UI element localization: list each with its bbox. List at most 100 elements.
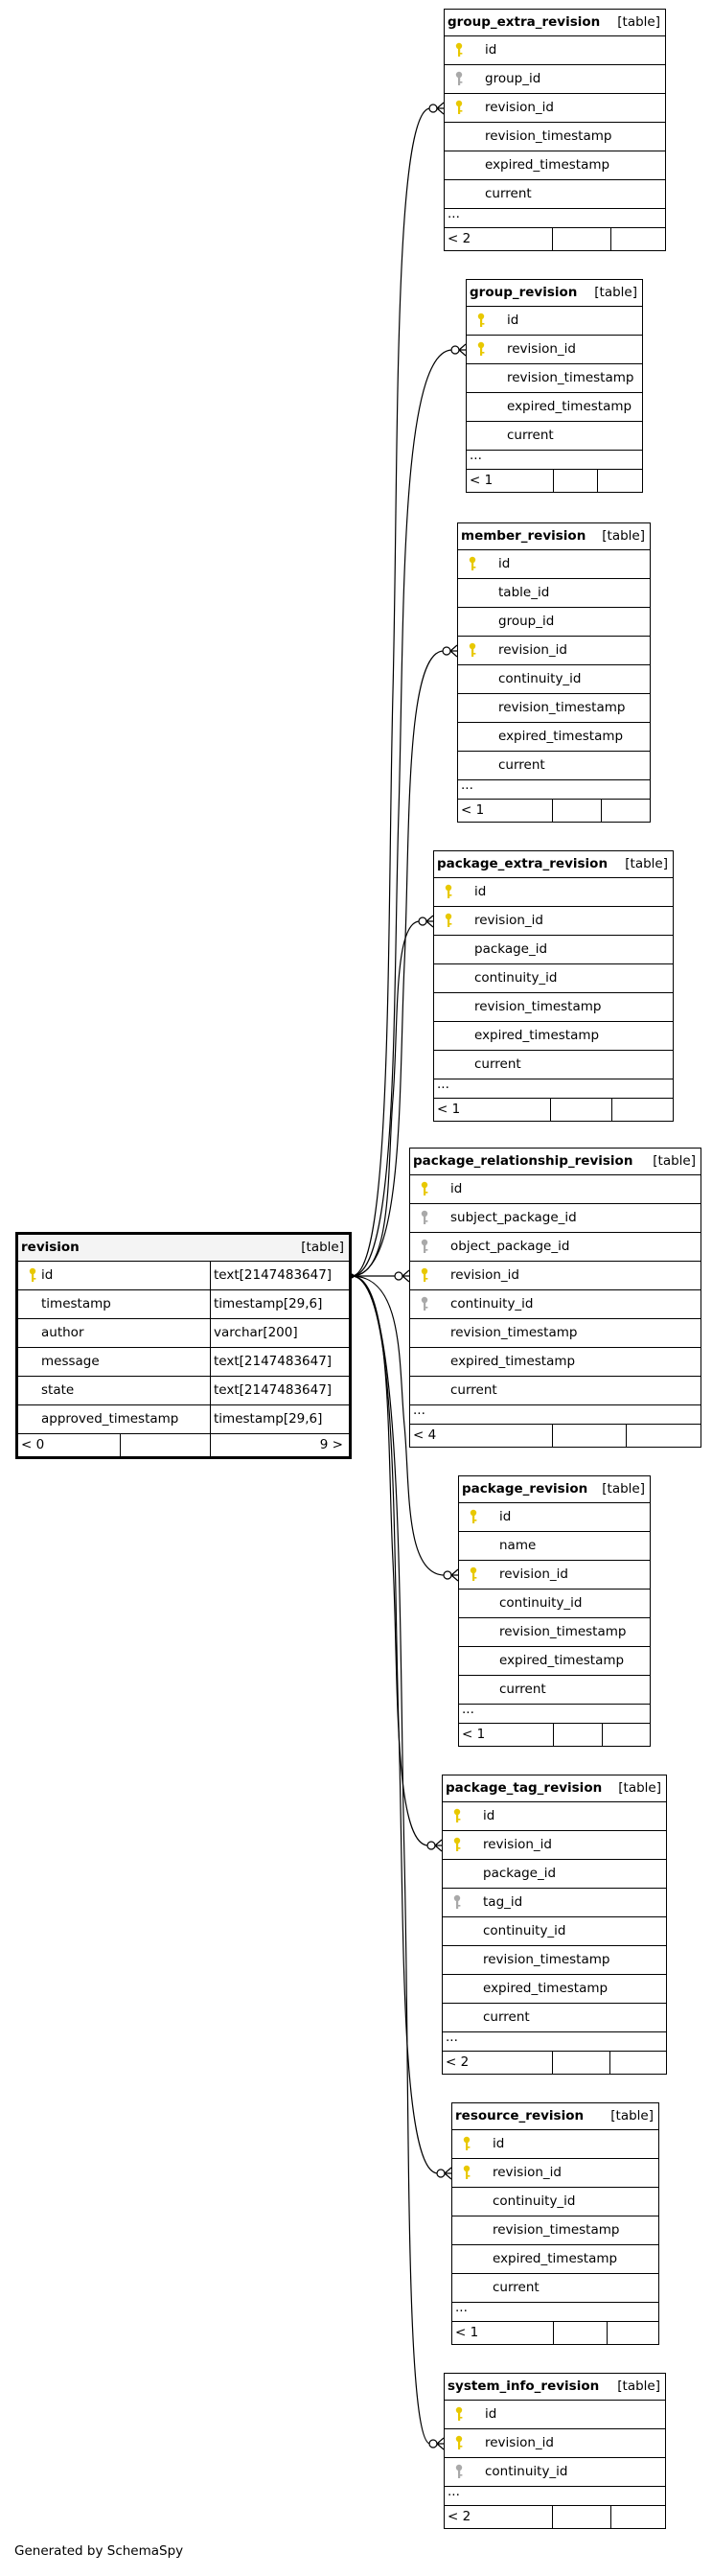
table-type: [table] (618, 1780, 661, 1796)
primary-key-icon (455, 2406, 463, 2421)
column-row: id (459, 1503, 650, 1532)
table-type: [table] (594, 285, 637, 300)
column-row: expired_timestamp (434, 1022, 673, 1051)
footer-cell (553, 470, 554, 492)
column-name: revision_id (485, 100, 554, 115)
column-row: current (434, 1051, 673, 1079)
table-type: [table] (610, 2108, 654, 2123)
relationship-line (351, 1275, 431, 2445)
column-name: id (483, 1808, 495, 1823)
column-name: revision_id (450, 1267, 519, 1283)
column-row: revision_id (410, 1262, 701, 1290)
column-name: id (485, 42, 497, 58)
column-row: state text[2147483647] (18, 1377, 349, 1405)
column-row: subject_package_id (410, 1204, 701, 1233)
column-name: id (507, 313, 519, 328)
column-name: current (474, 1056, 521, 1072)
table-header: package_extra_revision[table] (434, 851, 673, 878)
table-name: system_info_revision (448, 2379, 600, 2394)
column-name: expired_timestamp (485, 157, 610, 173)
column-name: expired_timestamp (483, 1981, 609, 1996)
column-name: object_package_id (450, 1239, 570, 1254)
column-type: text[2147483647] (210, 1348, 349, 1376)
column-name: expired_timestamp (498, 729, 624, 744)
column-row: group_id (458, 608, 650, 637)
many-crowfoot-marker (458, 343, 467, 357)
many-crowfoot-marker (449, 644, 458, 658)
parents-count: < 1 (470, 473, 494, 488)
column-row: revision_timestamp (459, 1618, 650, 1647)
footer-cell (550, 1099, 551, 1121)
column-name: package_id (483, 1866, 557, 1881)
many-crowfoot-marker (436, 2437, 445, 2450)
column-row: continuity_id (443, 1917, 666, 1946)
column-type: timestamp[29,6] (210, 1405, 349, 1433)
primary-key-icon (421, 1267, 428, 1282)
column-row: revision_id (434, 907, 673, 936)
column-name: message (41, 1354, 100, 1369)
column-row: current (443, 2004, 666, 2032)
column-name: continuity_id (474, 970, 558, 986)
column-row: expired_timestamp (443, 1975, 666, 2004)
column-row: expired_timestamp (467, 393, 642, 422)
footer-cell (552, 1425, 553, 1447)
column-row: package_id (443, 1860, 666, 1889)
column-row: id (445, 2401, 665, 2429)
parents-count: < 0 (21, 1437, 45, 1452)
more-columns-indicator: ... (459, 1702, 650, 1724)
primary-key-icon (463, 2136, 471, 2150)
column-name: timestamp (41, 1296, 111, 1311)
more-columns-indicator: ... (452, 2300, 658, 2322)
column-name: id (485, 2406, 497, 2422)
primary-key-icon (445, 913, 452, 927)
column-name: id (499, 1509, 512, 1524)
column-row: revision_timestamp (410, 1319, 701, 1348)
column-row: package_id (434, 936, 673, 964)
table-name: resource_revision (455, 2108, 585, 2123)
table-header: resource_revision [table] (452, 2103, 658, 2130)
column-name: current (507, 428, 554, 443)
column-name: revision_id (507, 341, 576, 357)
relationship-line (351, 1275, 439, 2174)
parents-count: < 4 (413, 1427, 437, 1443)
column-name: author (41, 1325, 84, 1340)
column-name: tag_id (483, 1894, 523, 1910)
column-row: id (452, 2130, 658, 2159)
column-name: expired_timestamp (493, 2251, 618, 2266)
footer-cell (610, 228, 611, 250)
column-type: text[2147483647] (210, 1377, 349, 1404)
column-row: current (445, 180, 665, 209)
many-crowfoot-marker (402, 1269, 410, 1283)
column-row: id (458, 550, 650, 579)
column-name: state (41, 1382, 75, 1398)
column-name: id (450, 1181, 463, 1196)
relationship-line (351, 650, 445, 1277)
primary-key-icon (453, 1808, 461, 1822)
column-row: id (443, 1802, 666, 1831)
primary-key-icon (455, 100, 463, 114)
zero-cardinality-marker (426, 1841, 436, 1850)
column-name: expired_timestamp (499, 1653, 625, 1668)
many-crowfoot-marker (450, 1568, 459, 1582)
column-name: revision_id (485, 2435, 554, 2450)
column-row: continuity_id (459, 1590, 650, 1618)
column-type: text[2147483647] (210, 1262, 349, 1289)
column-row: continuity_id (445, 2458, 665, 2487)
footer-cell (626, 1425, 627, 1447)
column-name: expired_timestamp (450, 1354, 576, 1369)
column-name: current (499, 1682, 546, 1697)
footer-cell (597, 470, 598, 492)
zero-cardinality-marker (436, 2169, 446, 2178)
